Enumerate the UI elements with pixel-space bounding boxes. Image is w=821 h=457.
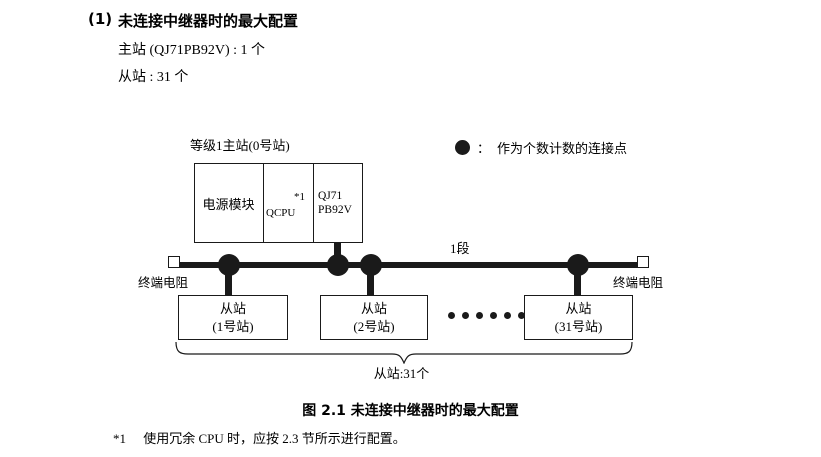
- terminator-resistor-left-label: 终端电阻: [138, 276, 189, 290]
- legend-label: 作为个数计数的连接点: [497, 141, 628, 156]
- rack-slot-cpu-label: QCPU: [266, 207, 296, 219]
- footnote-mark: *1: [113, 431, 126, 446]
- terminator-resistor-right-icon: [637, 256, 649, 268]
- figure-caption: 图 2.1 未连接中继器时的最大配置: [0, 400, 821, 420]
- terminator-resistor-right-label: 终端电阻: [613, 276, 664, 290]
- rack-slot-network-module-label-line2: PB92V: [318, 204, 352, 216]
- spec-master-count: 主站 (QJ71PB92V) : 1 个: [118, 43, 266, 58]
- legend: ： 作为个数计数的连接点: [455, 138, 627, 157]
- slave-drop-line: [225, 265, 232, 295]
- slave-station-box: 从站 (2号站): [320, 295, 428, 340]
- ellipsis-dot: [518, 312, 525, 319]
- spec-slave-count: 从站 : 31 个: [118, 70, 189, 85]
- slave-drop-line: [367, 265, 374, 295]
- connection-point-dot-icon: [327, 254, 349, 276]
- rack-slot-network-module: QJ71 PB92V: [313, 163, 363, 243]
- ellipsis-dot: [476, 312, 483, 319]
- master-rack-label: 等级1主站(0号站): [190, 138, 290, 153]
- footnote: *1 使用冗余 CPU 时，应按 2.3 节所示进行配置。: [113, 428, 406, 447]
- slave-station-box: 从站 (31号站): [524, 295, 633, 340]
- rack-divider: [263, 163, 265, 243]
- segment-label: 1段: [450, 241, 470, 256]
- figure-caption-text: 图 2.1 未连接中继器时的最大配置: [302, 403, 519, 419]
- slave-station-number: (2号站): [353, 318, 395, 334]
- ellipsis-dot: [490, 312, 497, 319]
- slave-station-box: 从站 (1号站): [178, 295, 288, 340]
- slave-group-brace: [175, 342, 633, 364]
- rack-slot-power-supply: 电源模块: [194, 163, 263, 243]
- slave-station-name: 从站: [360, 300, 387, 316]
- rack-slot-cpu: QCPU *1: [263, 163, 313, 243]
- rack-divider: [313, 163, 315, 243]
- slave-group-brace-text: 从站:31个: [373, 366, 430, 381]
- slave-station-number: (1号站): [212, 318, 254, 334]
- slave-group-brace-label: 从站:31个: [0, 363, 821, 382]
- ellipsis-dot: [504, 312, 511, 319]
- ellipsis-icon: [448, 312, 525, 319]
- page-title: 未连接中继器时的最大配置: [118, 12, 299, 30]
- rack-slot-cpu-footnote-mark: *1: [294, 191, 305, 203]
- network-configuration-diagram: ： 作为个数计数的连接点 等级1主站(0号站) 电源模块 QCPU *1 QJ7…: [0, 120, 821, 390]
- slave-station-number: (31号站): [554, 318, 603, 334]
- rack-slot-power-supply-label: 电源模块: [202, 196, 255, 212]
- heading-number: (1): [88, 10, 113, 28]
- footnote-text: 使用冗余 CPU 时，应按 2.3 节所示进行配置。: [143, 431, 406, 446]
- master-rack-outline: [194, 163, 363, 243]
- ellipsis-dot: [448, 312, 455, 319]
- terminator-resistor-left-icon: [168, 256, 180, 268]
- slave-station-name: 从站: [565, 300, 592, 316]
- trunk-bus-line: [178, 262, 640, 268]
- rack-slot-network-module-label-line1: QJ71: [318, 189, 343, 202]
- ellipsis-dot: [462, 312, 469, 319]
- slave-drop-line: [574, 265, 581, 295]
- connection-point-dot-icon: [455, 140, 470, 155]
- slave-station-name: 从站: [219, 300, 246, 316]
- legend-separator: ：: [477, 141, 491, 156]
